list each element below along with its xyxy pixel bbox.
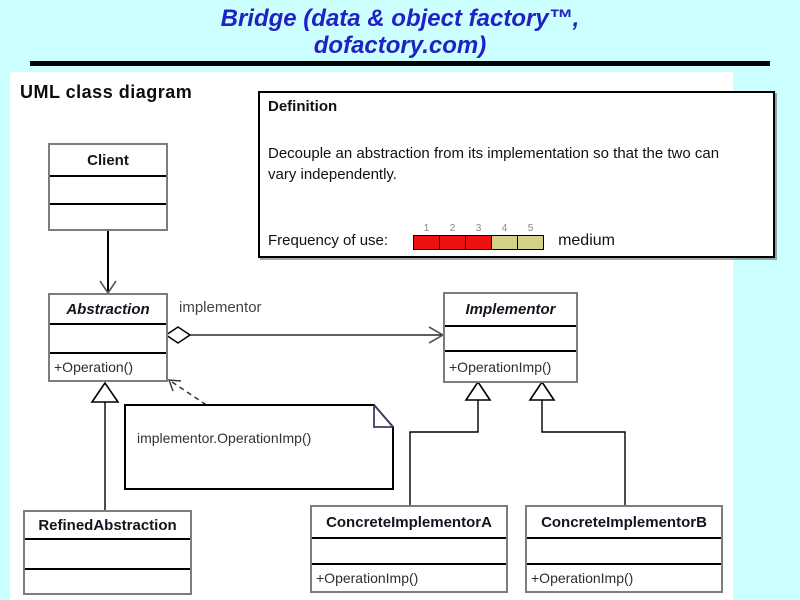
frequency-square	[517, 235, 545, 250]
frequency-meter-cell: 3	[465, 223, 493, 250]
class-name: Abstraction	[50, 295, 166, 325]
class-operations-compartment	[25, 570, 190, 593]
frequency-square	[465, 235, 493, 250]
class-name: Client	[50, 145, 166, 177]
frequency-square	[439, 235, 467, 250]
class-attributes-compartment	[50, 177, 166, 205]
frequency-scale-number: 2	[449, 223, 456, 234]
class-box-concrete-implementor-a: ConcreteImplementorA +OperationImp()	[310, 505, 508, 593]
association-role-label: implementor	[179, 299, 262, 316]
slide-title: Bridge (data & object factory™, dofactor…	[0, 5, 800, 59]
note-text: implementor.OperationImp()	[137, 430, 312, 446]
class-box-client: Client	[48, 143, 168, 231]
class-box-concrete-implementor-b: ConcreteImplementorB +OperationImp()	[525, 505, 723, 593]
frequency-meter-cell: 2	[439, 223, 467, 250]
class-name: Implementor	[445, 294, 576, 327]
title-divider-rule	[30, 61, 770, 66]
class-attributes-compartment	[445, 327, 576, 352]
definition-body: Decouple an abstraction from its impleme…	[268, 145, 720, 183]
frequency-meter-cell: 4	[491, 223, 519, 250]
frequency-square	[413, 235, 441, 250]
frequency-square	[491, 235, 519, 250]
definition-panel: Definition Decouple an abstraction from …	[258, 91, 775, 258]
frequency-value: medium	[558, 232, 615, 249]
class-attributes-compartment	[25, 540, 190, 570]
frequency-scale-number: 3	[475, 223, 482, 234]
class-name: RefinedAbstraction	[25, 512, 190, 540]
class-name: ConcreteImplementorA	[312, 507, 506, 539]
class-attributes-compartment	[50, 325, 166, 354]
class-operations-compartment: +OperationImp()	[531, 570, 634, 586]
frequency-meter-cell: 1	[413, 223, 441, 250]
class-box-refined-abstraction: RefinedAbstraction	[23, 510, 192, 595]
class-operations-compartment: +OperationImp()	[316, 570, 419, 586]
frequency-row: Frequency of use: 1 2 3 4 5 med	[268, 223, 615, 250]
definition-heading: Definition	[268, 98, 338, 115]
class-operations-compartment	[50, 205, 166, 229]
slide-title-line2: dofactory.com)	[313, 32, 487, 59]
class-name: ConcreteImplementorB	[527, 507, 721, 539]
frequency-meter: 1 2 3 4 5	[413, 223, 545, 250]
frequency-scale-number: 1	[423, 223, 430, 234]
uml-diagram-heading: UML class diagram	[20, 82, 193, 102]
slide-title-line1: Bridge (data & object factory™,	[220, 5, 580, 32]
frequency-scale-number: 5	[527, 223, 534, 234]
class-attributes-compartment	[312, 539, 506, 565]
frequency-scale-number: 4	[501, 223, 508, 234]
frequency-label: Frequency of use:	[268, 232, 389, 249]
class-box-abstraction: Abstraction +Operation()	[48, 293, 168, 382]
class-operations-compartment: +OperationImp()	[449, 358, 552, 375]
class-box-implementor: Implementor +OperationImp()	[443, 292, 578, 383]
class-attributes-compartment	[527, 539, 721, 565]
frequency-meter-cell: 5	[517, 223, 545, 250]
class-operations-compartment: +Operation()	[54, 359, 133, 375]
